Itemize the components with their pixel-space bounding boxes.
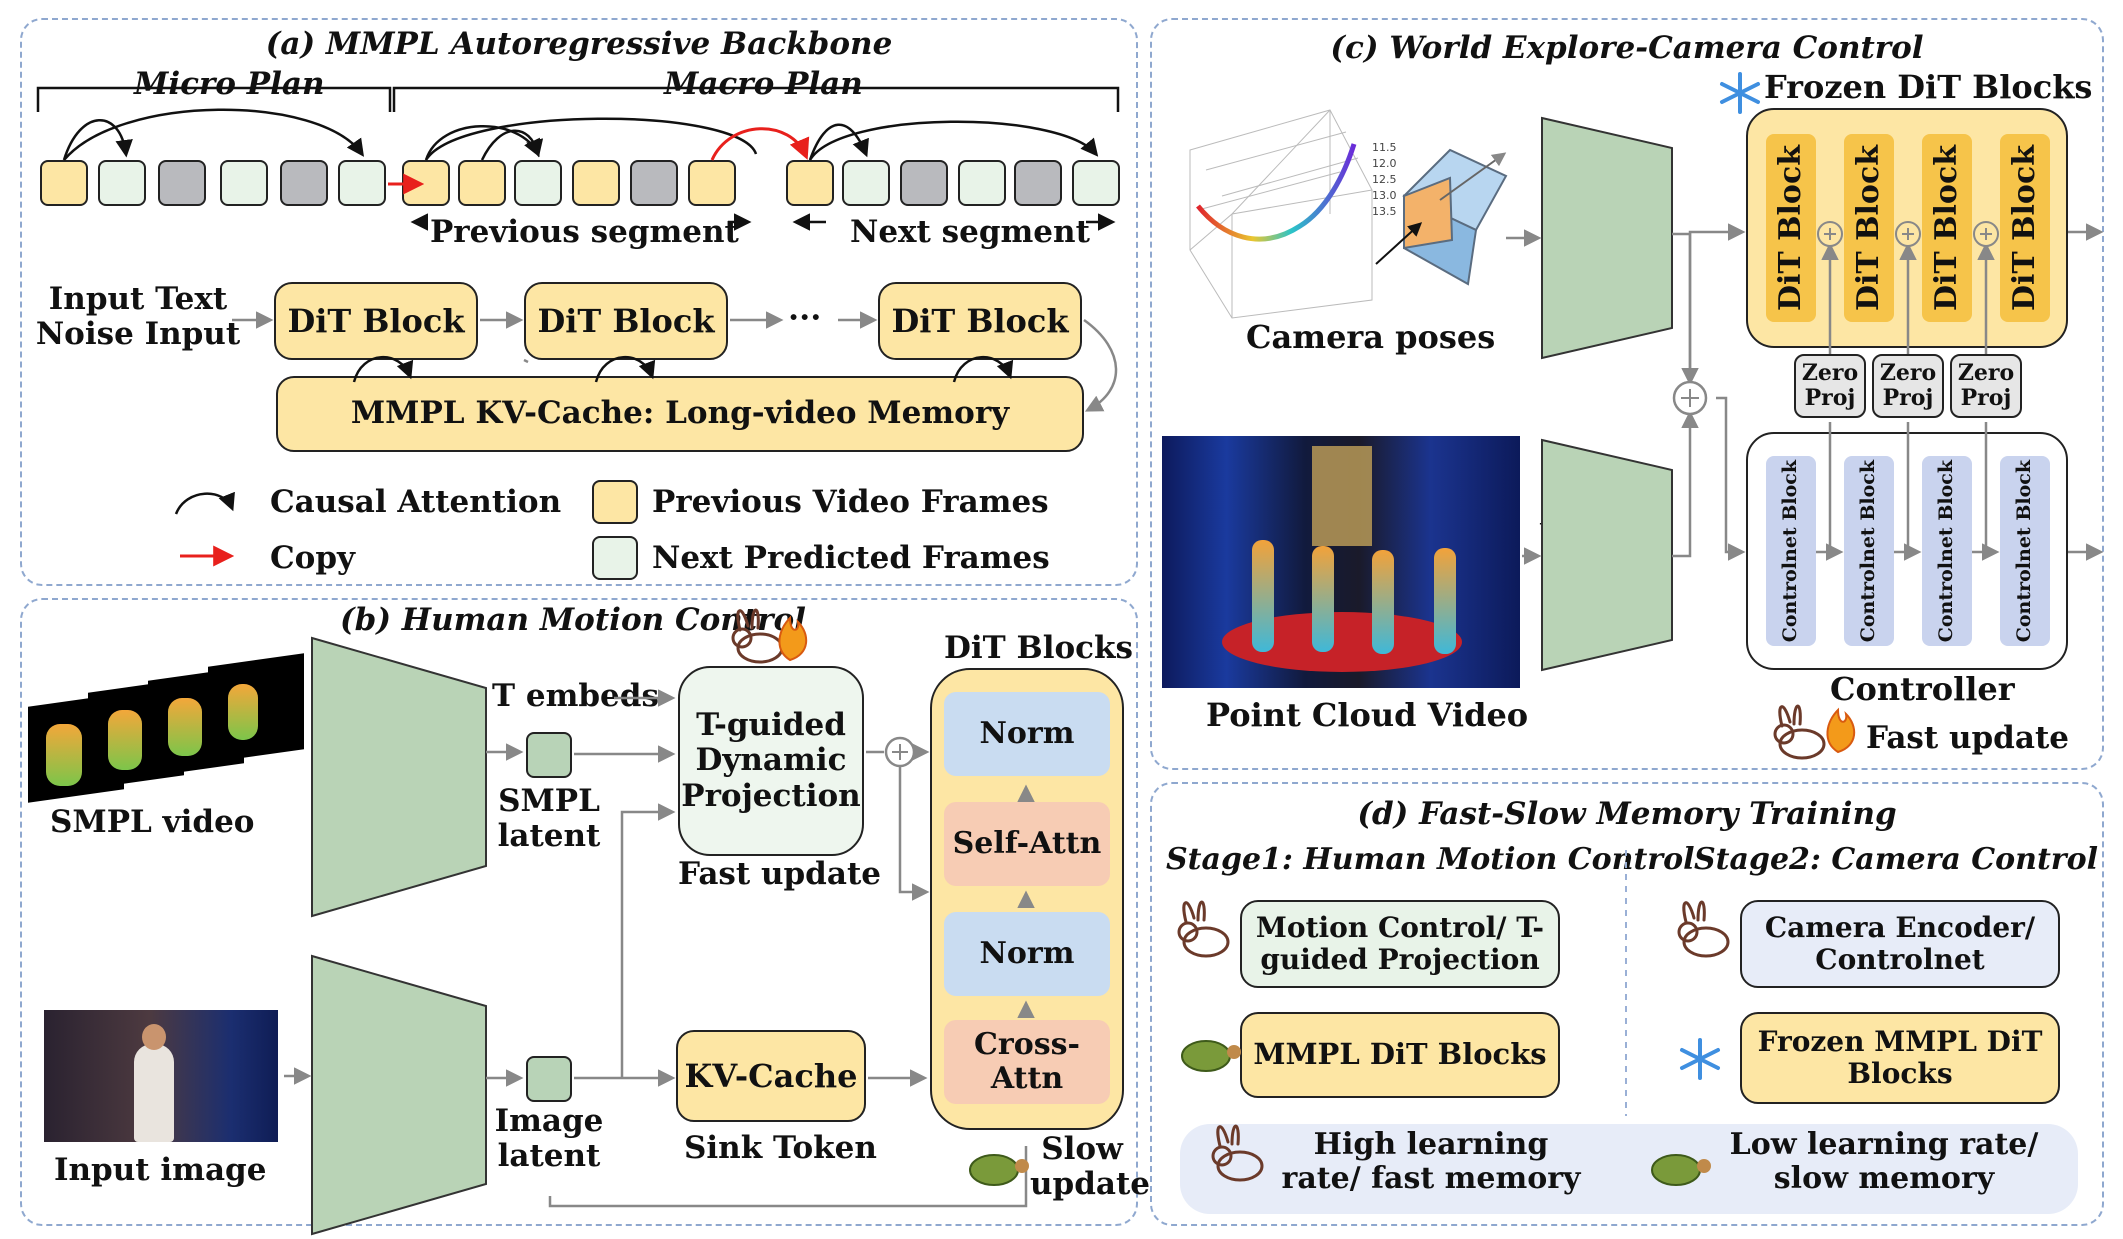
dit-blocks-title: DiT Blocks bbox=[944, 630, 1133, 666]
dit-block-c-1: DiT Block bbox=[1766, 134, 1816, 322]
dit-block-2: DiT Block bbox=[524, 282, 728, 360]
panel-c-title: (c) World Explore-Camera Control bbox=[1330, 30, 1924, 66]
next-token-4 bbox=[958, 160, 1006, 206]
point-cloud-video-label: Point Cloud Video bbox=[1206, 696, 1529, 734]
norm-bottom: Norm bbox=[944, 912, 1110, 996]
dit-block-c-3: DiT Block bbox=[1922, 134, 1972, 322]
zero-proj-1: Zero Proj bbox=[1794, 354, 1866, 418]
macro-plan-label: Macro Plan bbox=[664, 66, 863, 102]
next-token-3 bbox=[900, 160, 948, 206]
dit-ellipsis: ··· bbox=[788, 298, 822, 336]
t-embeds-label: T embeds bbox=[492, 678, 659, 714]
micro-token-2 bbox=[98, 160, 146, 206]
camera-plot-ticks: 11.5 12.0 12.5 13.0 13.5 bbox=[1372, 141, 1397, 218]
micro-token-1 bbox=[40, 160, 88, 206]
camera-encoder-controlnet-box: Camera Encoder/ Controlnet bbox=[1740, 900, 2060, 988]
camera-poses-label: Camera poses bbox=[1246, 318, 1496, 356]
legend-copy: Copy bbox=[270, 540, 356, 576]
legend-next-swatch bbox=[592, 536, 638, 580]
smpl-latent-token bbox=[526, 732, 572, 778]
low-lr-label: Low learning rate/ slow memory bbox=[1729, 1127, 2039, 1196]
dit-block-3: DiT Block bbox=[878, 282, 1082, 360]
prev-token-2 bbox=[458, 160, 506, 206]
t-guided-dynamic-projection: T-guided Dynamic Projection bbox=[678, 666, 864, 856]
point-cloud-thumbnail bbox=[1162, 436, 1520, 688]
kv-cache-box: KV-Cache bbox=[676, 1030, 866, 1122]
next-token-2 bbox=[842, 160, 890, 206]
smpl-video-label: SMPL video bbox=[50, 804, 255, 840]
legend-prev-swatch bbox=[592, 480, 638, 524]
mmpl-dit-box: MMPL DiT Blocks bbox=[1240, 1012, 1560, 1098]
panel-a bbox=[20, 18, 1138, 586]
prev-token-3 bbox=[514, 160, 562, 206]
wan-vae-encoder-c-label: Wan-VAE Encoder bbox=[1540, 519, 1670, 579]
image-latent-label: Image latent bbox=[494, 1103, 604, 1174]
dit-block-c-2: DiT Block bbox=[1844, 134, 1894, 322]
kv-cache-memory: MMPL KV-Cache: Long-video Memory bbox=[276, 376, 1084, 452]
legend-next-frames: Next Predicted Frames bbox=[652, 540, 1050, 576]
next-token-1 bbox=[786, 160, 834, 206]
noise-input: Noise Input bbox=[35, 315, 241, 352]
panel-a-title: (a) MMPL Autoregressive Backbone bbox=[265, 26, 893, 62]
controlnet-block-1: Controlnet Block bbox=[1766, 456, 1816, 646]
controlnet-block-3: Controlnet Block bbox=[1922, 456, 1972, 646]
image-latent-token bbox=[526, 1056, 572, 1102]
prev-token-5 bbox=[630, 160, 678, 206]
prev-token-4 bbox=[572, 160, 620, 206]
next-token-5 bbox=[1014, 160, 1062, 206]
controlnet-block-2: Controlnet Block bbox=[1844, 456, 1894, 646]
panel-d-title: (d) Fast-Slow Memory Training bbox=[1357, 796, 1897, 832]
memory-legend-bar bbox=[1180, 1124, 2078, 1214]
smpl-latent-label: SMPL latent bbox=[497, 783, 601, 854]
frozen-dit-blocks-label: Frozen DiT Blocks bbox=[1764, 68, 2093, 106]
dit-block-c-4: DiT Block bbox=[2000, 134, 2050, 322]
sink-token-label: Sink Token bbox=[684, 1130, 877, 1166]
fast-update-label-c: Fast update bbox=[1866, 720, 2069, 756]
frozen-mmpl-box: Frozen MMPL DiT Blocks bbox=[1740, 1012, 2060, 1104]
high-lr-label: High learning rate/ fast memory bbox=[1281, 1127, 1581, 1196]
cross-attn: Cross-Attn bbox=[944, 1020, 1110, 1104]
camera-encoder-label: Camera Encoder bbox=[1545, 195, 1667, 255]
prev-token-6 bbox=[688, 160, 736, 206]
next-token-6 bbox=[1072, 160, 1120, 206]
prev-token-1 bbox=[402, 160, 450, 206]
panel-b-title: (b) Human Motion Control bbox=[340, 602, 806, 638]
wan-vae-encoder-b2-label: Wan-VAE Encoder bbox=[320, 1032, 480, 1106]
controlnet-block-4: Controlnet Block bbox=[2000, 456, 2050, 646]
micro-token-4 bbox=[220, 160, 268, 206]
panel-d bbox=[1150, 782, 2104, 1226]
controller-label: Controller bbox=[1830, 670, 2015, 708]
micro-token-3 bbox=[158, 160, 206, 206]
input-image-thumbnail bbox=[44, 1010, 278, 1142]
zero-proj-2: Zero Proj bbox=[1872, 354, 1944, 418]
zero-proj-3: Zero Proj bbox=[1950, 354, 2022, 418]
norm-top: Norm bbox=[944, 692, 1110, 776]
next-segment-label: Next segment bbox=[850, 214, 1090, 250]
input-image-label: Input image bbox=[54, 1152, 267, 1188]
panel-c bbox=[1150, 18, 2104, 770]
stage2-label: Stage2: Camera Control bbox=[1694, 842, 2099, 877]
smpl-video-thumbnails bbox=[28, 653, 308, 803]
legend-causal-attention: Causal Attention bbox=[270, 484, 562, 520]
self-attn: Self-Attn bbox=[944, 802, 1110, 886]
input-text: Input Text bbox=[48, 281, 228, 317]
previous-segment-label: Previous segment bbox=[430, 214, 739, 250]
micro-token-5 bbox=[280, 160, 328, 206]
wan-vae-encoder-b1-label: Wan-VAE Encoder bbox=[320, 708, 480, 782]
legend-previous-frames: Previous Video Frames bbox=[652, 484, 1049, 520]
micro-token-6 bbox=[338, 160, 386, 206]
input-text-label: Input Text Noise Input bbox=[28, 282, 248, 351]
stage1-label: Stage1: Human Motion Control bbox=[1166, 842, 1695, 877]
slow-update-label-b: Slow update bbox=[1030, 1131, 1151, 1202]
panel-b bbox=[20, 598, 1138, 1226]
fast-update-label-b: Fast update bbox=[678, 856, 881, 892]
micro-plan-label: Micro Plan bbox=[134, 66, 325, 102]
motion-control-box: Motion Control/ T-guided Projection bbox=[1240, 900, 1560, 988]
dit-block-1: DiT Block bbox=[274, 282, 478, 360]
